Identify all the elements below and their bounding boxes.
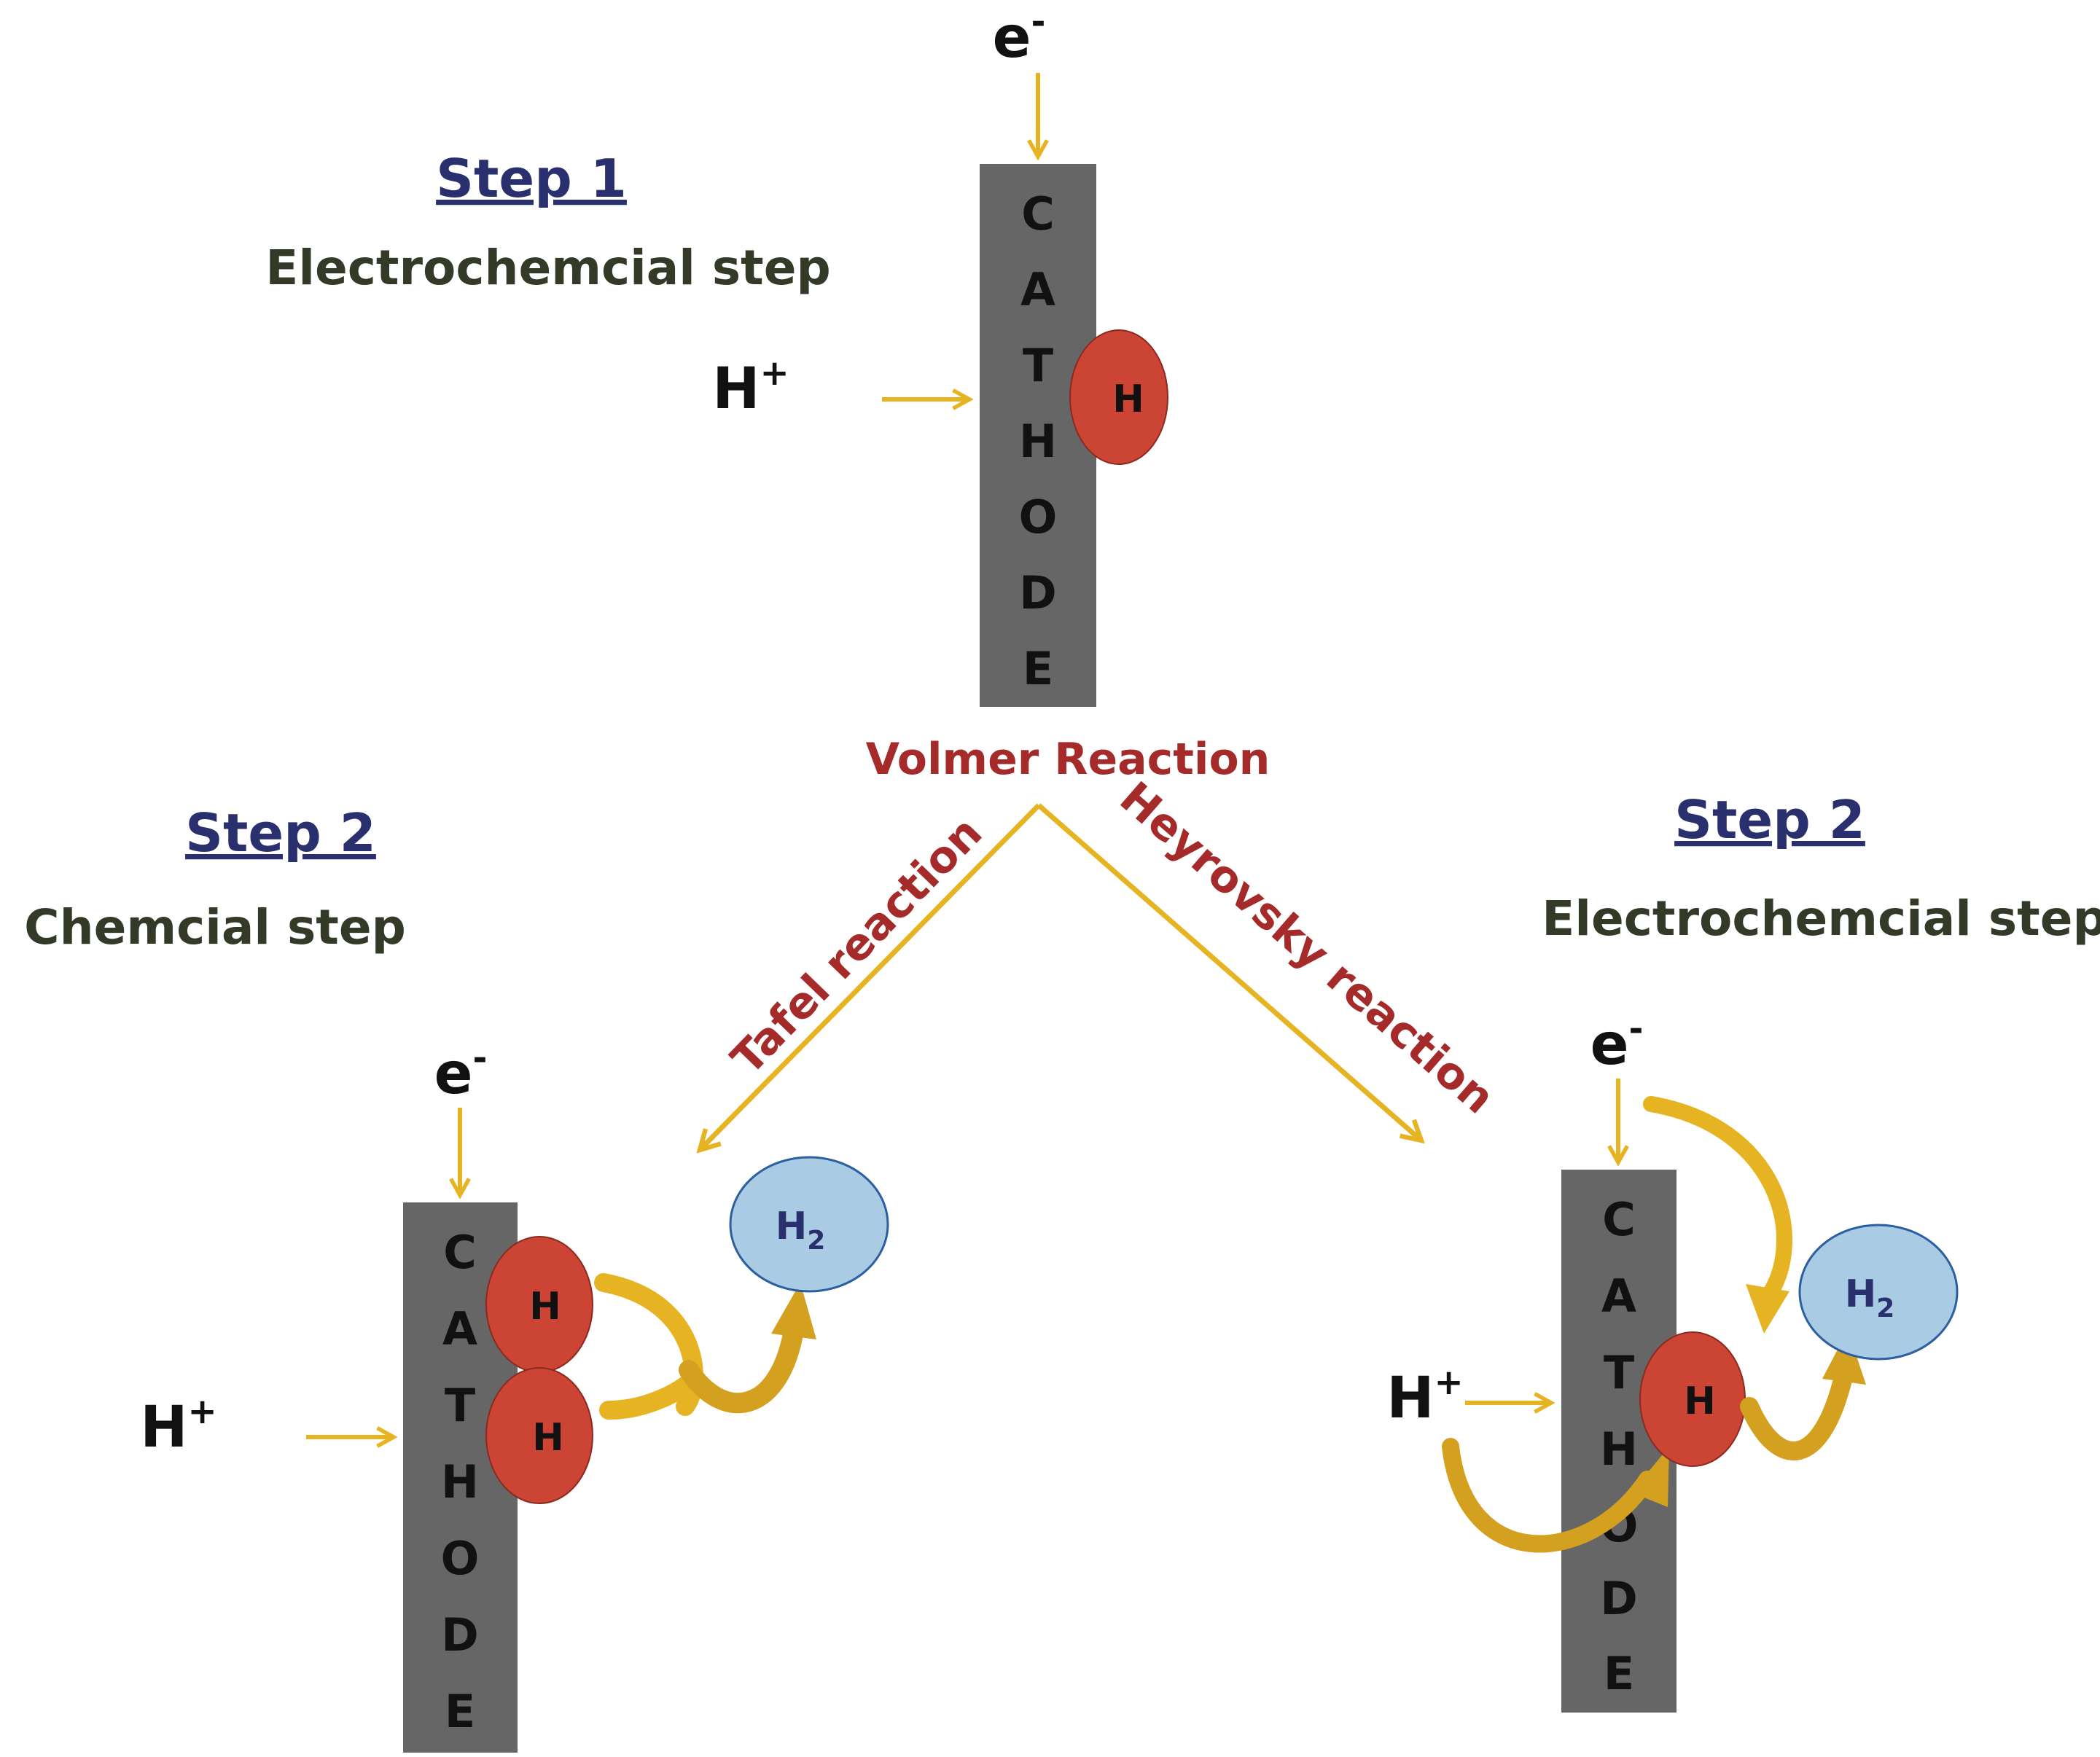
left-cathode-letter: O	[441, 1532, 480, 1585]
left-cathode-letter: C	[443, 1226, 477, 1279]
left-release-arrow	[679, 1316, 805, 1413]
left-cathode-letter: H	[441, 1455, 479, 1508]
top-cathode-letter: C	[1021, 187, 1055, 240]
right-h2-label: H2	[1845, 1272, 1895, 1323]
top-cathode-letter: O	[1019, 490, 1058, 544]
left-cathode-letter: E	[445, 1685, 475, 1738]
right-cathode-letter: E	[1604, 1647, 1634, 1700]
right-cathode-letter: A	[1601, 1269, 1636, 1323]
right-proton-label: H+	[1386, 1362, 1464, 1431]
left-adsorbed-h-label-lower: H	[532, 1416, 564, 1460]
top-adsorbed-h-atom	[1069, 329, 1168, 465]
right-h2-molecule	[1798, 1224, 1959, 1361]
right-electron-transfer-arrowhead	[1746, 1284, 1789, 1334]
right-electrode-group: C A T H O D E e- H+ H H2	[1386, 1009, 1959, 1713]
tafel-branch-arrow	[700, 803, 1041, 1150]
right-proton-transfer-arrow	[1442, 1438, 1656, 1553]
left-cathode-letter: D	[441, 1608, 478, 1662]
heyrovsky-branch-arrow	[1037, 803, 1421, 1140]
step1-subtitle: Electrochemcial step	[265, 240, 830, 296]
right-release-arrow	[1740, 1364, 1854, 1460]
left-release-arrowhead	[771, 1283, 816, 1339]
step2-left-subtitle: Chemcial step	[24, 899, 406, 955]
left-combine-arrow-upper	[594, 1273, 703, 1416]
top-cathode-letter: D	[1019, 566, 1056, 619]
top-adsorbed-h-label: H	[1112, 377, 1144, 421]
right-cathode-letter: D	[1600, 1572, 1637, 1625]
step2-left-heading: Step 2	[185, 802, 376, 864]
right-cathode-letter: C	[1602, 1193, 1636, 1246]
right-proton-transfer-arrowhead	[1631, 1447, 1669, 1507]
heyrovsky-reaction-label: Heyrovsky reaction	[1110, 772, 1504, 1124]
right-electron-label: e-	[1590, 1009, 1644, 1078]
left-electron-label: e-	[434, 1038, 488, 1107]
left-adsorbed-h-atom-lower	[485, 1367, 593, 1504]
top-cathode-bar	[980, 164, 1096, 707]
tafel-reaction-label: Tafel reaction	[722, 807, 992, 1085]
right-electron-transfer-arrow	[1643, 1096, 1792, 1305]
left-proton-label: H+	[140, 1391, 217, 1460]
left-h2-label: H2	[776, 1205, 826, 1256]
right-release-arrowhead	[1822, 1330, 1866, 1385]
right-adsorbed-h-label: H	[1684, 1380, 1716, 1423]
top-cathode-letter: T	[1023, 339, 1053, 392]
step1-heading: Step 1	[436, 148, 627, 209]
left-combine-arrow-lower	[599, 1371, 700, 1420]
top-proton-label: H+	[712, 353, 789, 422]
top-cathode-letter: H	[1019, 415, 1057, 468]
right-cathode-letter: H	[1600, 1423, 1638, 1476]
step2-right-subtitle: Electrochemcial step	[1542, 891, 2100, 947]
left-adsorbed-h-label-upper: H	[529, 1285, 561, 1328]
left-cathode-letter: T	[445, 1379, 475, 1432]
step2-right-heading: Step 2	[1674, 789, 1865, 850]
top-electron-label: e-	[993, 1, 1046, 71]
left-electrode-group: C A T H O D E H H e- H+ H2	[140, 1038, 889, 1753]
left-h2-molecule	[729, 1156, 889, 1293]
top-electrode-group: C A T H O D E H e- H+	[712, 1, 1168, 707]
volmer-reaction-label: Volmer Reaction	[866, 734, 1270, 785]
top-cathode-letter: E	[1023, 642, 1053, 695]
top-cathode-letter: A	[1020, 263, 1055, 316]
right-cathode-letter: T	[1604, 1346, 1634, 1399]
left-cathode-letter: A	[442, 1302, 477, 1355]
